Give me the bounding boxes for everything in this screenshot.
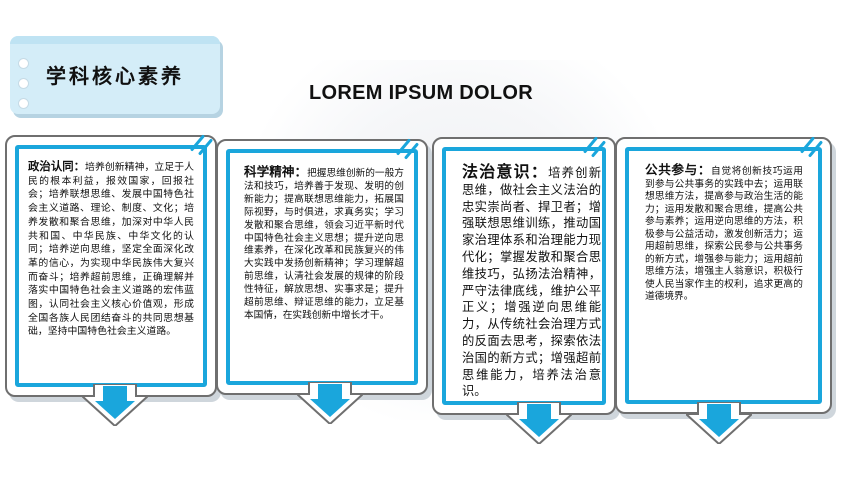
card-body: 培养创新精神，立足于人民的根本利益，报效国家，回报社会；培养联想思维、发展中国特… xyxy=(28,162,194,338)
card-body: 自觉将创新技巧运用到参与公共事务的实践中去；运用联想思维方法，提高参与政治生活的… xyxy=(645,166,803,302)
card-heading: 政治认同： xyxy=(28,159,86,173)
down-arrow-icon xyxy=(506,402,572,444)
card-body: 把握思维创新的一般方法和技巧，培养善于发现、发明的创新能力；提高联想思维能力，拓… xyxy=(244,168,404,321)
card-rule-of-law xyxy=(432,136,616,415)
card-text-political-identity: 政治认同：培养创新精神，立足于人民的根本利益，报效国家，回报社会；培养联想思维、… xyxy=(28,159,194,339)
tab-bullet-dot xyxy=(18,98,29,109)
tab-title: 学科核心素养 xyxy=(46,64,184,88)
card-text-public-participation: 公共参与：自觉将创新技巧运用到参与公共事务的实践中去；运用联想思维方法，提高参与… xyxy=(645,162,803,304)
tab-bullet-dot xyxy=(18,78,29,89)
card-scientific-spirit xyxy=(216,138,428,395)
card-heading: 公共参与： xyxy=(645,162,712,177)
card-text-rule-of-law: 法治意识：培养创新思维，做社会主义法治的忠实崇尚者、捍卫者；增强联想思维训练，推… xyxy=(462,162,601,400)
page-title: LOREM IPSUM DOLOR xyxy=(309,82,533,104)
card-text-scientific-spirit: 科学精神：把握思维创新的一般方法和技巧，培养善于发现、发明的创新能力；提高联想思… xyxy=(244,164,404,323)
card-heading: 科学精神： xyxy=(244,164,308,179)
title-tab: 学科核心素养 xyxy=(10,36,220,114)
down-arrow-icon xyxy=(686,402,752,444)
card-public-participation xyxy=(615,136,832,414)
down-arrow-icon xyxy=(82,384,148,426)
tab-bullet-dot xyxy=(18,58,29,69)
down-arrow-icon xyxy=(297,382,363,424)
card-political-identity xyxy=(5,134,217,397)
card-heading: 法治意识： xyxy=(462,162,549,181)
card-body: 培养创新思维，做社会主义法治的忠实崇尚者、捍卫者；增强联想思维训练，推动国家治理… xyxy=(462,166,601,399)
tab-top-strip xyxy=(10,36,220,44)
